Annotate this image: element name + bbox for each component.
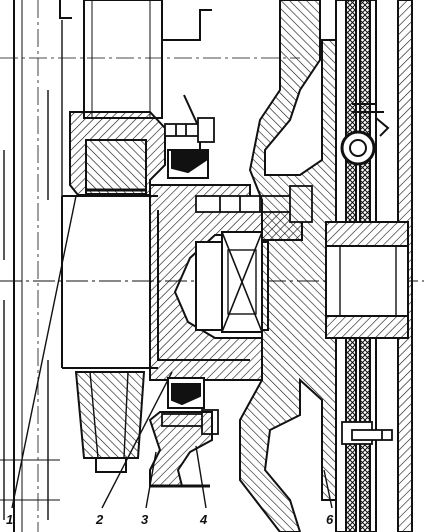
seal-lower bbox=[167, 377, 205, 409]
gear-lower bbox=[74, 371, 146, 473]
bolt-upper bbox=[164, 117, 215, 143]
callout-6: 6 bbox=[326, 512, 334, 527]
clutch-housing bbox=[239, 0, 341, 532]
main-shaft bbox=[61, 195, 158, 369]
housing-wall bbox=[0, 0, 72, 532]
pilot-bearing bbox=[195, 231, 269, 333]
retaining-cover bbox=[148, 411, 213, 488]
leader-lines bbox=[11, 195, 333, 509]
seal-upper bbox=[167, 149, 209, 179]
callout-3: 3 bbox=[141, 512, 149, 527]
bearing-housing-upper bbox=[69, 111, 166, 196]
spring-ring bbox=[340, 103, 390, 166]
callout-4: 4 bbox=[199, 512, 208, 527]
callout-1: 1 bbox=[6, 512, 13, 527]
bolt-lower-right bbox=[341, 421, 393, 445]
callout-2: 2 bbox=[95, 512, 104, 527]
callout-labels: 1 2 3 4 6 bbox=[6, 512, 334, 527]
splined-hub bbox=[325, 221, 409, 339]
